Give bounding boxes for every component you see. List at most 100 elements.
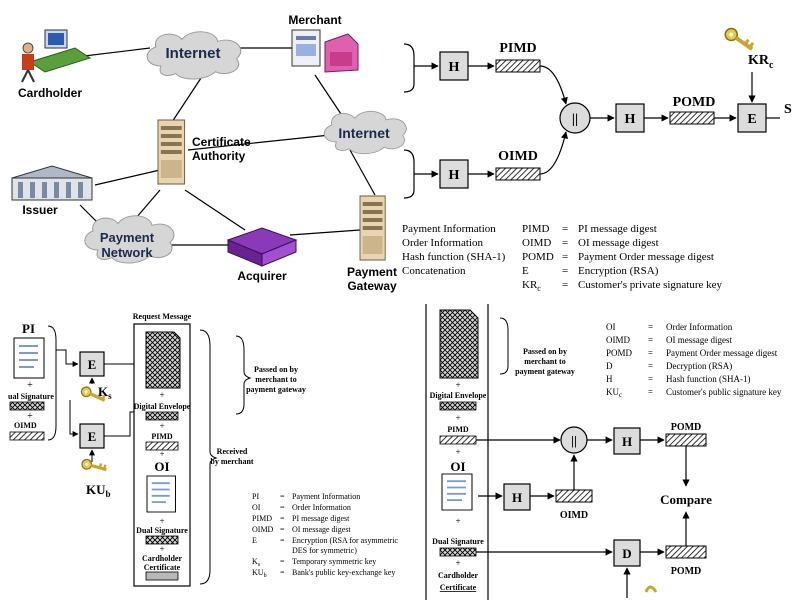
encrypted-pi-block-v bbox=[439, 309, 479, 379]
passed-on-label-2: merchant to bbox=[255, 375, 296, 384]
certificate-authority-server-icon bbox=[157, 119, 186, 185]
cert-v-label-2: Certificate bbox=[440, 583, 477, 592]
plus-v-3: + bbox=[455, 447, 460, 457]
legend-eq: = bbox=[562, 265, 568, 277]
pomd-v-bottom-bar bbox=[665, 545, 707, 559]
pi-label: PI bbox=[22, 321, 35, 336]
oimd-bar-req bbox=[9, 431, 45, 441]
dual-signature-legend-right: PIMD = PI message digest OIMD = OI messa… bbox=[522, 223, 723, 293]
legend-oi-desc: Order Information bbox=[402, 237, 483, 249]
encrypt-box bbox=[737, 103, 767, 133]
link-internet-gateway bbox=[349, 149, 376, 196]
dual-signature-legend-left: Payment Information Order Information Ha… bbox=[402, 223, 506, 277]
hash-box-v-top bbox=[613, 427, 641, 455]
legend-desc: OI message digest bbox=[578, 237, 659, 249]
bank-key-icon bbox=[78, 450, 110, 481]
payment-network-label-2: Network bbox=[101, 245, 153, 260]
legend-eq: = bbox=[280, 536, 285, 545]
network-panel: Internet Internet Payment Network Cardho… bbox=[11, 13, 407, 293]
legend-eq: = bbox=[280, 492, 285, 501]
kub-label: KUb bbox=[86, 482, 111, 499]
plus-3: + bbox=[159, 390, 164, 400]
gateway-label-2: Gateway bbox=[347, 279, 397, 293]
pimd-label-req: PIMD bbox=[151, 432, 173, 441]
pimd-v-bar bbox=[439, 435, 477, 445]
legend-eq: = bbox=[648, 322, 653, 332]
plus-v-4: + bbox=[455, 516, 460, 526]
oimd-digest-bar bbox=[495, 167, 541, 181]
payment-network-label-1: Payment bbox=[100, 230, 155, 245]
legend-desc: Temporary symmetric key bbox=[292, 557, 376, 566]
private-key-icon bbox=[722, 23, 757, 56]
cardholder-workstation-icon bbox=[21, 29, 92, 83]
oimd-label: OIMD bbox=[498, 149, 538, 164]
merchant-label: Merchant bbox=[288, 13, 341, 27]
link-merchant-internet bbox=[314, 74, 346, 121]
verify-legend: OI = Order Information OIMD = OI message… bbox=[606, 322, 782, 399]
digital-envelope-bar bbox=[145, 411, 179, 421]
payment-gateway-server-icon bbox=[359, 195, 386, 261]
ds-bar bbox=[9, 401, 45, 411]
legend-eq: = bbox=[648, 387, 653, 397]
passed-on-v-3: payment gateway bbox=[515, 367, 575, 376]
ca-label-1: Certificate bbox=[192, 135, 251, 149]
oimd-v-label: OIMD bbox=[560, 510, 588, 521]
legend-abbr: OI bbox=[252, 503, 261, 512]
passed-on-v-2: merchant to bbox=[524, 357, 565, 366]
pimd-v-label: PIMD bbox=[447, 425, 469, 434]
legend-eq: = bbox=[562, 223, 568, 235]
plus-1: + bbox=[27, 380, 33, 391]
concat-label: || bbox=[572, 112, 578, 127]
legend-abbr: E bbox=[252, 536, 257, 545]
dual-signature-v-label: Dual Signature bbox=[432, 537, 484, 546]
oi-v-label: OI bbox=[450, 459, 465, 474]
pomd-label: POMD bbox=[673, 95, 716, 110]
legend-eq: = bbox=[280, 557, 285, 566]
digital-envelope-v-bar bbox=[439, 401, 477, 411]
plus-2: + bbox=[27, 411, 33, 422]
legend-desc: Customer's private signature key bbox=[578, 279, 723, 291]
legend-abbr: PIMD bbox=[252, 514, 272, 523]
legend-eq: = bbox=[280, 503, 285, 512]
encrypt-label: E bbox=[747, 112, 756, 127]
link-acquirer-gateway bbox=[289, 229, 361, 236]
decrypt-label: D bbox=[622, 546, 631, 561]
oi-v-document-icon bbox=[441, 473, 473, 511]
ks-label: Ks bbox=[98, 384, 112, 401]
hash-label-oi: H bbox=[449, 168, 460, 183]
pomd-v-bottom-label: POMD bbox=[671, 566, 702, 577]
ds-label: ual Signature bbox=[8, 392, 54, 401]
plus-6: + bbox=[159, 516, 164, 526]
received-label-2: by merchant bbox=[210, 457, 254, 466]
krc-label: KRc bbox=[748, 53, 774, 71]
hash-label-concat: H bbox=[625, 112, 636, 127]
oimd-v-bar bbox=[555, 489, 593, 503]
gateway-label-1: Payment bbox=[347, 265, 397, 279]
hash-label-pi: H bbox=[449, 60, 460, 75]
legend-abbr: OI bbox=[606, 322, 616, 332]
legend-desc: OI message digest bbox=[666, 335, 732, 345]
legend-desc: OI message digest bbox=[292, 525, 351, 534]
hash-v-oi-label: H bbox=[512, 490, 522, 505]
legend-desc: Hash function (SHA-1) bbox=[666, 374, 751, 384]
legend-desc: Bank's public key-exchange key bbox=[292, 568, 395, 577]
pomd-digest-bar bbox=[669, 111, 715, 125]
legend-eq: = bbox=[562, 251, 568, 263]
hash-v-top-label: H bbox=[622, 434, 632, 449]
legend-eq: = bbox=[648, 348, 653, 358]
plus-7: + bbox=[159, 544, 164, 554]
legend-abbr: PIMD bbox=[522, 223, 550, 235]
legend-desc: Order Information bbox=[666, 322, 733, 332]
legend-eq: = bbox=[562, 237, 568, 249]
public-key-icon bbox=[644, 585, 658, 593]
legend-desc: Payment Order message digest bbox=[666, 348, 778, 358]
oi-label-req: OI bbox=[154, 459, 169, 474]
legend-pi-desc: Payment Information bbox=[402, 223, 496, 235]
encrypted-pi-block bbox=[145, 331, 181, 389]
digital-envelope-v-label: Digital Envelope bbox=[430, 391, 487, 400]
pimd-bar-req bbox=[145, 441, 179, 451]
decrypt-box bbox=[613, 539, 641, 567]
issuer-label: Issuer bbox=[22, 203, 58, 217]
legend-desc: Payment Information bbox=[292, 492, 360, 501]
